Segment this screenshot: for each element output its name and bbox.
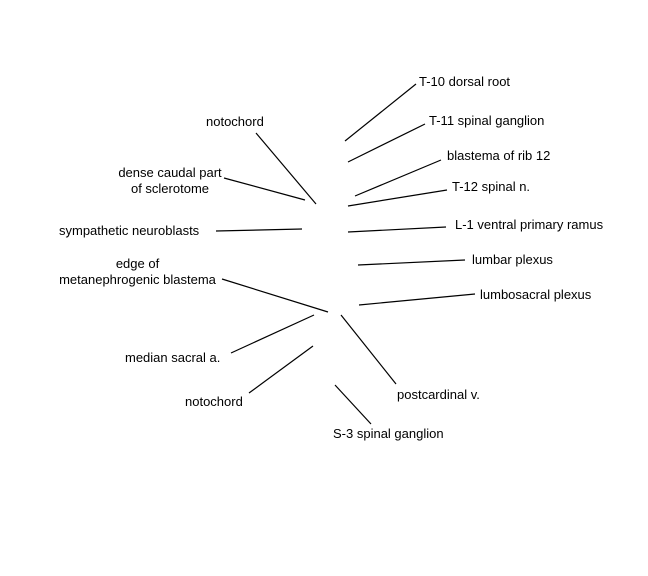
label-blastema-rib-12: blastema of rib 12: [447, 148, 551, 163]
leader-t12-spinal-n: [347, 189, 448, 207]
label-s3-spinal-ganglion: S-3 spinal ganglion: [333, 426, 444, 441]
label-l1-ventral-primary-ramus: L-1 ventral primary ramus: [455, 217, 604, 232]
label-dense-caudal-sclerotome: dense caudal part of sclerotome: [100, 165, 240, 197]
label-sympathetic-neuroblasts: sympathetic neuroblasts: [59, 223, 200, 238]
leader-t11-spinal-ganglion: [347, 123, 426, 163]
leader-dense-caudal-sclerotome: [223, 177, 306, 201]
leader-postcardinal-v: [340, 314, 397, 385]
leader-median-sacral-a: [230, 314, 315, 354]
label-notochord-lower: notochord: [185, 394, 243, 409]
label-edge-metanephrogenic-blastema: edge of metanephrogenic blastema: [50, 256, 225, 288]
leader-notochord-lower: [248, 345, 314, 394]
label-notochord-upper: notochord: [206, 114, 264, 129]
label-t11-spinal-ganglion: T-11 spinal ganglion: [429, 113, 545, 128]
label-t10-dorsal-root: T-10 dorsal root: [419, 74, 511, 89]
leader-notochord-upper: [255, 132, 317, 205]
leader-t10-dorsal-root: [344, 83, 417, 142]
label-edge-metanephrogenic-line2: metanephrogenic blastema: [59, 272, 216, 287]
leader-blastema-rib-12: [354, 159, 442, 197]
leader-s3-spinal-ganglion: [334, 384, 372, 425]
label-t12-spinal-n: T-12 spinal n.: [452, 179, 531, 194]
label-lumbar-plexus: lumbar plexus: [472, 252, 553, 267]
label-lumbosacral-plexus: lumbosacral plexus: [480, 287, 592, 302]
leader-l1-ventral-primary-ramus: [347, 226, 447, 233]
label-median-sacral-a: median sacral a.: [125, 350, 221, 365]
label-edge-metanephrogenic-line1: edge of: [115, 256, 160, 271]
label-dense-caudal-line2: of sclerotome: [130, 181, 210, 196]
label-dense-caudal-line1: dense caudal part: [118, 165, 222, 180]
leader-sympathetic-neuroblasts: [215, 228, 303, 232]
leader-lumbosacral-plexus: [358, 293, 476, 306]
label-postcardinal-v: postcardinal v.: [397, 387, 480, 402]
leader-lumbar-plexus: [357, 259, 466, 266]
leader-edge-metanephrogenic: [221, 278, 329, 313]
